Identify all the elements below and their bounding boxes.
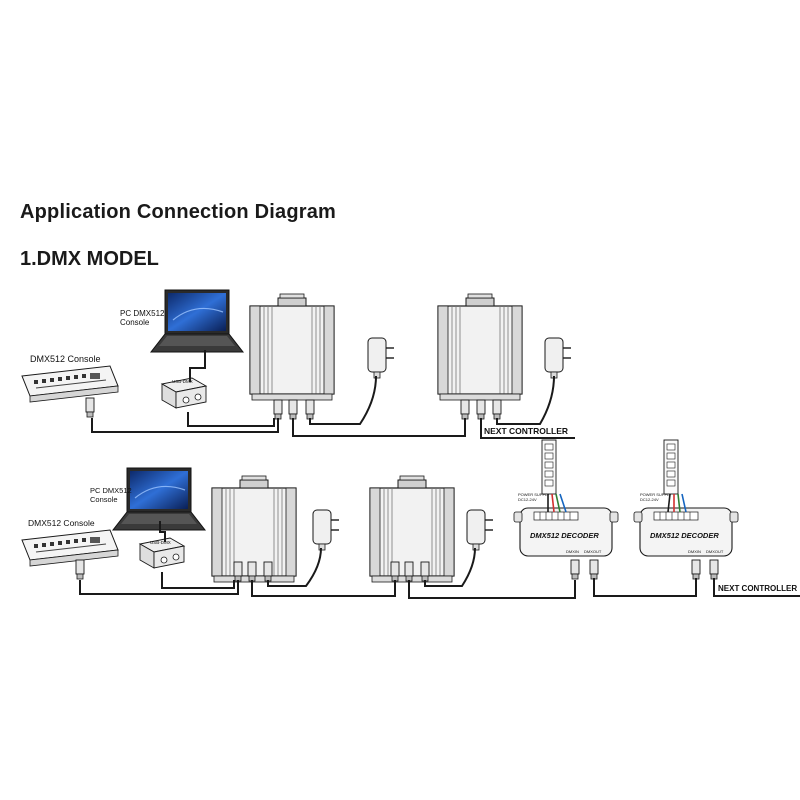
xlr-plug-decoder-2-out <box>709 559 719 580</box>
pc-laptop-1 <box>150 289 244 353</box>
xlr-plug-out-1a <box>288 399 298 420</box>
xlr-plug-in-2b <box>390 561 400 582</box>
power-adapter-2b <box>466 509 494 551</box>
next-controller-label-2: NEXT CONTROLLER <box>718 584 797 593</box>
dmx-controller-1b <box>437 293 523 401</box>
power-plug-2b <box>420 561 430 582</box>
pc-label-1: PC DMX512 <box>120 309 165 318</box>
console-label-2: DMX512 Console <box>28 518 95 528</box>
led-strip-2 <box>663 439 679 495</box>
dmx-console-2 <box>21 529 119 567</box>
rgb-wires-1 <box>547 493 567 513</box>
xlr-plug-in-1a <box>273 399 283 420</box>
pc-sublabel-2: Console <box>90 495 118 504</box>
voltage-label-2: DC12-24V <box>640 497 659 502</box>
dmx-controller-1a <box>249 293 335 401</box>
power-supply-label-1: POWER SUPPLY <box>518 492 550 497</box>
power-supply-label-2: POWER SUPPLY <box>640 492 672 497</box>
dmx-console-1 <box>21 365 119 403</box>
led-strip-1 <box>541 439 557 495</box>
power-plug-2a <box>263 561 273 582</box>
cables-row-2 <box>79 521 800 599</box>
decoder-dmxout-2: DMXOUT <box>706 549 724 554</box>
pc-sublabel-1: Console <box>120 318 150 327</box>
xlr-plug-decoder-1-out <box>589 559 599 580</box>
adapter-label-2: USB-DMX <box>150 540 171 545</box>
xlr-plug-out-2a <box>247 561 257 582</box>
power-adapter-1b <box>544 337 572 379</box>
decoder-dmxin-2: DMXIN <box>688 549 701 554</box>
next-controller-label-1: NEXT CONTROLLER <box>484 426 568 436</box>
power-adapter-2a <box>312 509 340 551</box>
xlr-plug-console-1 <box>85 397 95 418</box>
xlr-plug-console-2 <box>75 559 85 580</box>
voltage-label-1: DC12-24V <box>518 497 537 502</box>
console-label-1: DMX512 Console <box>30 354 101 364</box>
adapter-label-1: USB-DMX <box>172 379 193 384</box>
power-plug-1a <box>305 399 315 420</box>
section-title: 1.DMX MODEL <box>20 248 159 270</box>
diagram-title: Application Connection Diagram <box>20 201 337 223</box>
xlr-plug-in-2a <box>233 561 243 582</box>
power-plug-1b <box>492 399 502 420</box>
pc-label-2: PC DMX512 <box>90 486 132 495</box>
pc-laptop-2 <box>112 467 206 531</box>
decoder-dmxin-1: DMXIN <box>566 549 579 554</box>
power-adapter-1a <box>367 337 395 379</box>
xlr-plug-in-1b <box>460 399 470 420</box>
xlr-plug-out-1b <box>476 399 486 420</box>
decoder-label-1: DMX512 DECODER <box>530 531 599 540</box>
xlr-plug-out-2b <box>404 561 414 582</box>
decoder-dmxout-1: DMXOUT <box>584 549 602 554</box>
xlr-plug-decoder-1-in <box>570 559 580 580</box>
cables-row-1 <box>91 350 575 439</box>
rgb-wires-2 <box>667 493 687 513</box>
decoder-label-2: DMX512 DECODER <box>650 531 719 540</box>
xlr-plug-decoder-2-in <box>691 559 701 580</box>
